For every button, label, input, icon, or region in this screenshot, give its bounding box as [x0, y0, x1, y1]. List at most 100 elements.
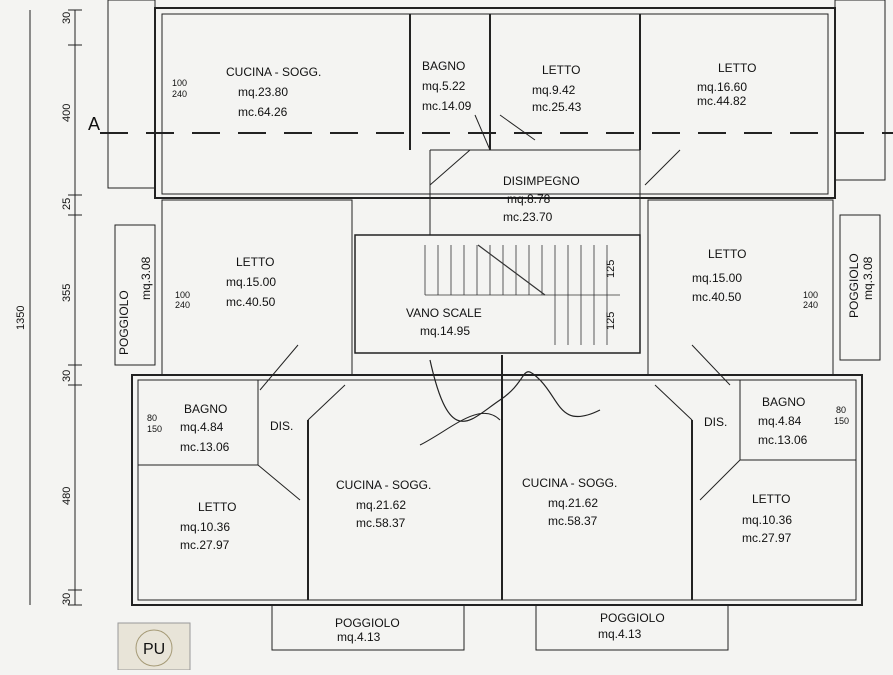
svg-text:POGGIOLO: POGGIOLO [117, 290, 131, 355]
dimension-d2: 400 [61, 104, 73, 122]
svg-text:mc.58.37: mc.58.37 [548, 514, 598, 528]
dimension-d1: 30 [61, 12, 73, 24]
svg-text:mq.23.80: mq.23.80 [238, 85, 288, 99]
svg-text:POGGIOLO: POGGIOLO [335, 616, 400, 630]
svg-text:mq.9.42: mq.9.42 [532, 83, 576, 97]
svg-text:LETTO: LETTO [752, 492, 790, 506]
room-poggiolo-bottom-left: POGGIOLO mq.4.13 [335, 616, 400, 644]
stair-box [354, 234, 641, 354]
svg-text:mq.10.36: mq.10.36 [180, 520, 230, 534]
room-cucina-bottom-left: CUCINA - SOGG. mq.21.62 mc.58.37 [336, 478, 431, 530]
balcony-left [114, 224, 156, 366]
window-label: 240 [175, 300, 190, 310]
balcony-bottom-right [535, 604, 729, 651]
room-bagno-right: BAGNO mq.4.84 mc.13.06 [758, 395, 808, 447]
svg-text:mq.5.22: mq.5.22 [422, 79, 466, 93]
dimension-d7: 30 [61, 593, 73, 605]
room-letto-right: LETTO mq.15.00 mc.40.50 [692, 247, 746, 304]
svg-text:mq.15.00: mq.15.00 [692, 271, 742, 285]
svg-text:DISIMPEGNO: DISIMPEGNO [503, 174, 580, 188]
svg-text:LETTO: LETTO [542, 63, 580, 77]
balcony-right [839, 214, 881, 361]
section-marker-label: A [88, 114, 100, 134]
svg-text:mq.15.00: mq.15.00 [226, 275, 276, 289]
svg-text:mq.4.84: mq.4.84 [758, 414, 802, 428]
room-letto-left: LETTO mq.15.00 mc.40.50 [226, 255, 276, 309]
window-label: 100 [175, 290, 190, 300]
svg-text:BAGNO: BAGNO [762, 395, 805, 409]
room-dis-left: DIS. [270, 419, 293, 433]
doors [257, 114, 741, 501]
room-bagno-left: BAGNO mq.4.84 mc.13.06 [180, 402, 230, 454]
window-label: 150 [834, 416, 849, 426]
svg-text:LETTO: LETTO [708, 247, 746, 261]
svg-text:mc.27.97: mc.27.97 [742, 531, 792, 545]
signature-stroke [419, 412, 501, 446]
svg-text:mc.14.09: mc.14.09 [422, 99, 472, 113]
svg-text:mq.3.08: mq.3.08 [139, 256, 153, 300]
room-poggiolo-right: POGGIOLO mq.3.08 [847, 253, 875, 318]
room-cucina-bottom-right: CUCINA - SOGG. mq.21.62 mc.58.37 [522, 476, 617, 528]
svg-text:BAGNO: BAGNO [422, 59, 465, 73]
window-label: 240 [803, 300, 818, 310]
room-letto-bottom-left: LETTO mq.10.36 mc.27.97 [180, 500, 236, 552]
window-label: 240 [172, 89, 187, 99]
svg-text:mq.8.78: mq.8.78 [507, 192, 551, 206]
dimension-d6: 480 [61, 487, 73, 505]
window-label: 80 [836, 405, 846, 415]
svg-text:mq.4.84: mq.4.84 [180, 420, 224, 434]
svg-text:mq.10.36: mq.10.36 [742, 513, 792, 527]
dimension-d4: 355 [61, 284, 73, 302]
window-label: 100 [803, 290, 818, 300]
room-dis-right: DIS. [704, 415, 727, 429]
window-label: 80 [147, 413, 157, 423]
window-label: 150 [147, 424, 162, 434]
dimension-d3: 25 [61, 198, 73, 210]
svg-text:mq.14.95: mq.14.95 [420, 324, 470, 338]
room-bagno-top: BAGNO mq.5.22 mc.14.09 [422, 59, 472, 113]
room-poggiolo-bottom-right: POGGIOLO mq.4.13 [598, 611, 665, 641]
room-letto-bottom-right: LETTO mq.10.36 mc.27.97 [742, 492, 792, 545]
svg-text:BAGNO: BAGNO [184, 402, 227, 416]
svg-text:mq.3.08: mq.3.08 [861, 256, 875, 300]
svg-text:LETTO: LETTO [236, 255, 274, 269]
room-cucina-top: CUCINA - SOGG. mq.23.80 mc.64.26 [226, 65, 321, 119]
logo: PU [117, 622, 191, 671]
room-poggiolo-left: POGGIOLO mq.3.08 [117, 256, 153, 355]
svg-text:mq.4.13: mq.4.13 [337, 630, 381, 644]
balcony-bottom-left [271, 604, 465, 651]
svg-text:mq.21.62: mq.21.62 [356, 498, 406, 512]
svg-text:mc.13.06: mc.13.06 [180, 440, 230, 454]
room-letto-top-mid: LETTO mq.9.42 mc.25.43 [532, 63, 582, 114]
svg-text:mc.40.50: mc.40.50 [226, 295, 276, 309]
svg-text:mc.25.43: mc.25.43 [532, 100, 582, 114]
section-line: A [88, 114, 893, 134]
dimension-d5: 30 [61, 370, 73, 382]
svg-text:mc.23.70: mc.23.70 [503, 210, 553, 224]
svg-text:CUCINA - SOGG.: CUCINA - SOGG. [226, 65, 321, 79]
dimension-total: 1350 [15, 306, 27, 330]
room-disimpegno: DISIMPEGNO mq.8.78 mc.23.70 [503, 174, 580, 224]
logo-text: PU [143, 641, 165, 658]
svg-text:VANO SCALE: VANO SCALE [406, 306, 482, 320]
stair-treads [424, 244, 620, 345]
svg-text:mc.27.97: mc.27.97 [180, 538, 230, 552]
signature [429, 359, 601, 422]
svg-text:mq.16.60: mq.16.60 [697, 80, 747, 94]
svg-text:mc.58.37: mc.58.37 [356, 516, 406, 530]
stair-dimension-b: 125 [605, 312, 617, 330]
dimension-chain [29, 9, 82, 606]
stair-dimension-a: 125 [605, 260, 617, 278]
svg-text:LETTO: LETTO [198, 500, 236, 514]
svg-text:CUCINA - SOGG.: CUCINA - SOGG. [336, 478, 431, 492]
svg-text:mq.4.13: mq.4.13 [598, 627, 642, 641]
svg-text:mc.13.06: mc.13.06 [758, 433, 808, 447]
svg-text:mc.64.26: mc.64.26 [238, 105, 288, 119]
svg-text:mc.44.82: mc.44.82 [697, 94, 747, 108]
room-vano-scale: VANO SCALE mq.14.95 [406, 306, 482, 338]
svg-text:CUCINA - SOGG.: CUCINA - SOGG. [522, 476, 617, 490]
svg-text:POGGIOLO: POGGIOLO [847, 253, 861, 318]
wall-bottom-block [131, 374, 863, 606]
